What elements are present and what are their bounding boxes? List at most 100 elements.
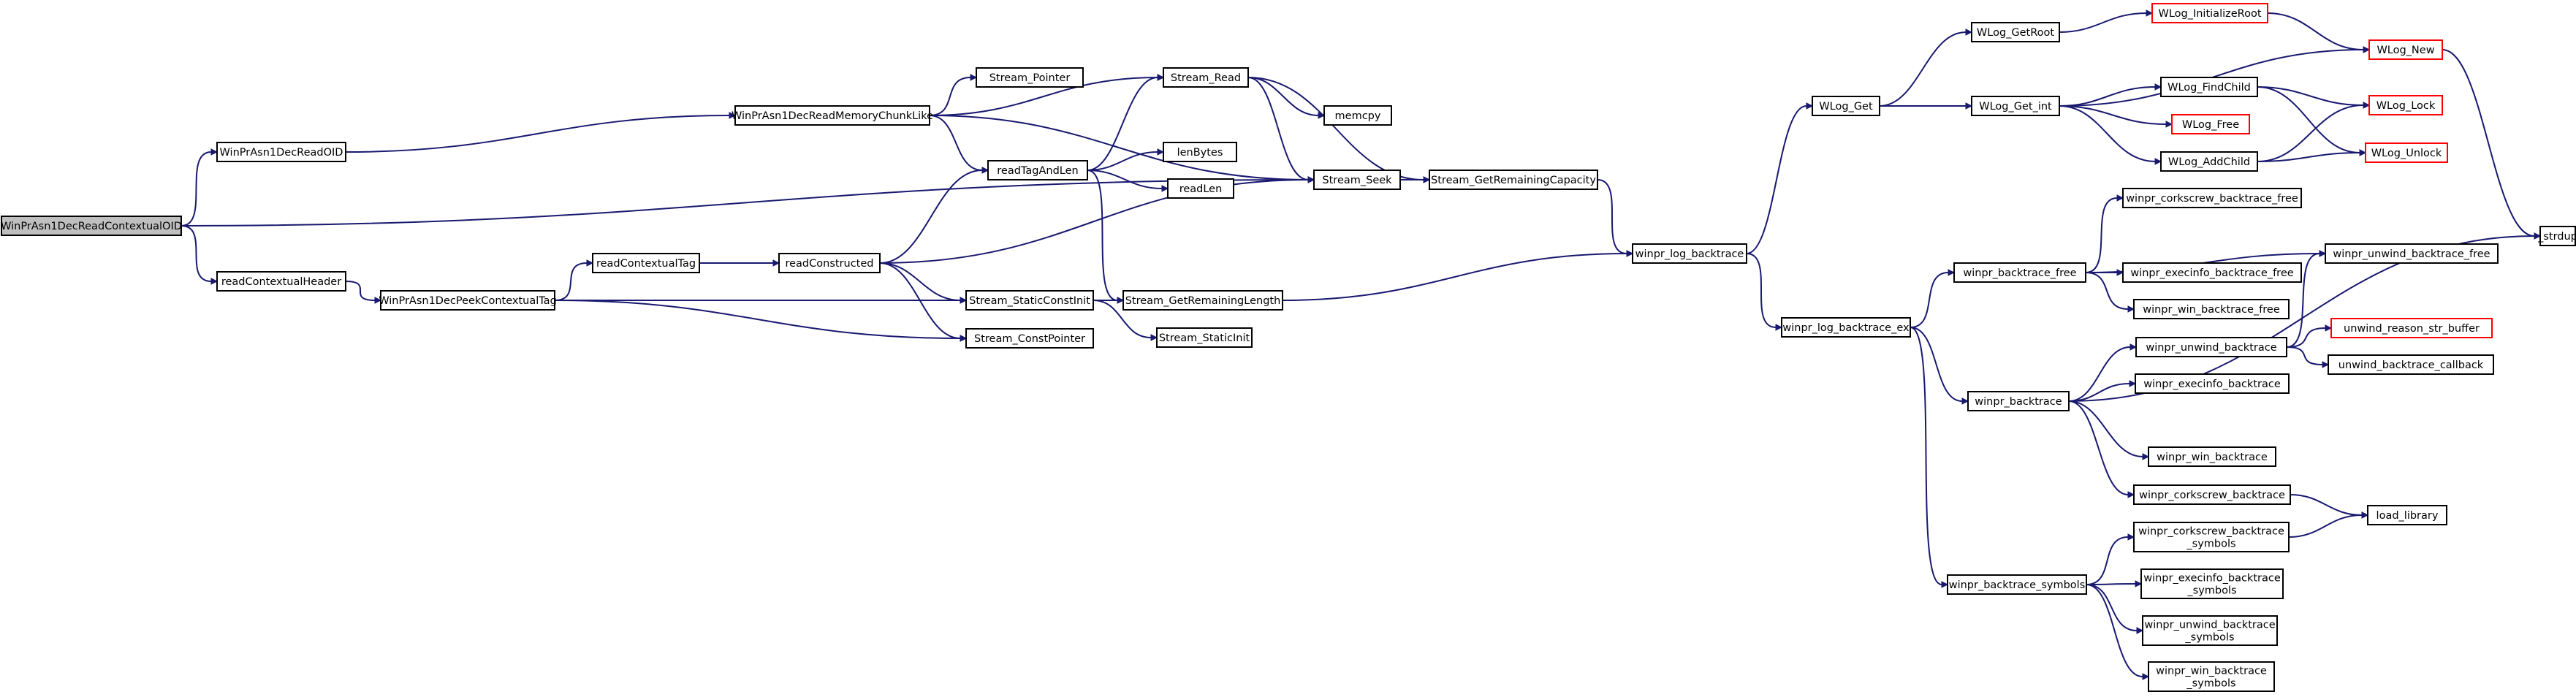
call-edge bbox=[2068, 343, 2138, 402]
function-node-label: readTagAndLen bbox=[997, 165, 1078, 177]
call-edge bbox=[1093, 300, 1158, 341]
function-node-unbt[interactable]: winpr_unwind_backtrace bbox=[2135, 337, 2287, 357]
function-node-oid[interactable]: WinPrAsn1DecReadOID bbox=[216, 142, 346, 162]
function-node-label: WinPrAsn1DecReadMemoryChunkLike bbox=[732, 110, 933, 122]
function-node-spointer[interactable]: Stream_Pointer bbox=[976, 67, 1084, 88]
call-edge bbox=[2086, 533, 2135, 585]
function-node-label: _symbols bbox=[2184, 632, 2234, 644]
function-node-label: winpr_backtrace_free bbox=[1963, 267, 2076, 279]
function-node-lenbytes[interactable]: lenBytes bbox=[1163, 142, 1237, 162]
function-node-label: Stream_GetRemainingLength bbox=[1125, 295, 1281, 307]
function-node-wlgetint[interactable]: WLog_Get_int bbox=[1971, 96, 2060, 116]
function-node-label: winpr_backtrace bbox=[1975, 396, 2062, 408]
function-node-winbt[interactable]: winpr_win_backtrace bbox=[2148, 446, 2276, 467]
function-node-wladd[interactable]: WLog_AddChild bbox=[2160, 151, 2258, 172]
function-node-label: WLog_GetRoot bbox=[1977, 27, 2054, 39]
call-edge bbox=[1247, 77, 1315, 183]
function-node-csbt[interactable]: winpr_corkscrew_backtrace bbox=[2133, 484, 2291, 505]
function-node-unbtsym[interactable]: winpr_unwind_backtrace_symbols bbox=[2142, 615, 2278, 646]
function-node-label: unwind_reason_str_buffer bbox=[2344, 323, 2480, 335]
call-edge bbox=[2286, 250, 2327, 348]
function-node-peek[interactable]: WinPrAsn1DecPeekContextualTag bbox=[379, 290, 557, 311]
function-node-exbt[interactable]: winpr_execinfo_backtrace bbox=[2135, 373, 2290, 394]
function-node-wlnew[interactable]: WLog_New bbox=[2368, 39, 2443, 60]
call-edge bbox=[879, 262, 968, 342]
function-node-label: winpr_execinfo_backtrace_free bbox=[2130, 267, 2293, 279]
function-node-unrsb[interactable]: unwind_reason_str_buffer bbox=[2330, 318, 2493, 338]
call-edge bbox=[1597, 179, 1634, 257]
function-node-sstatic[interactable]: Stream_StaticConstInit bbox=[965, 290, 1094, 311]
function-node-label: Stream_Seek bbox=[1322, 175, 1392, 186]
function-node-sinit[interactable]: Stream_StaticInit bbox=[1156, 327, 1253, 348]
function-node-rct[interactable]: readContextualTag bbox=[592, 253, 700, 273]
function-node-srl[interactable]: Stream_GetRemainingLength bbox=[1122, 290, 1283, 311]
function-node-csbtsym[interactable]: winpr_corkscrew_backtrace_symbols bbox=[2133, 522, 2290, 552]
function-node-label: winpr_unwind_backtrace bbox=[2146, 342, 2276, 354]
function-node-wlunlock[interactable]: WLog_Unlock bbox=[2365, 142, 2448, 163]
call-edge bbox=[2267, 12, 2371, 53]
call-edge bbox=[2059, 105, 2173, 128]
function-node-winbtfree[interactable]: winpr_win_backtrace_free bbox=[2133, 299, 2290, 319]
function-node-exbtfree[interactable]: winpr_execinfo_backtrace_free bbox=[2122, 262, 2302, 283]
function-node-rmc[interactable]: WinPrAsn1DecReadMemoryChunkLike bbox=[732, 105, 933, 126]
function-node-rch[interactable]: readContextualHeader bbox=[216, 271, 346, 292]
call-edge bbox=[1880, 102, 1973, 110]
function-node-readlen[interactable]: readLen bbox=[1167, 178, 1234, 199]
function-node-csbtfree[interactable]: winpr_corkscrew_backtrace_free bbox=[2122, 188, 2302, 208]
function-node-rcons[interactable]: readConstructed bbox=[778, 253, 881, 273]
function-node-bt[interactable]: winpr_backtrace bbox=[1967, 391, 2070, 411]
function-node-wlfree[interactable]: WLog_Free bbox=[2171, 114, 2250, 134]
function-node-sconst[interactable]: Stream_ConstPointer bbox=[965, 328, 1094, 349]
function-node-label: WLog_InitializeRoot bbox=[2158, 8, 2261, 20]
function-node-memcpy[interactable]: memcpy bbox=[1323, 105, 1392, 126]
function-node-label: readConstructed bbox=[785, 258, 873, 270]
function-node-label: WLog_Unlock bbox=[2371, 148, 2442, 159]
call-edge bbox=[879, 262, 968, 304]
call-edge bbox=[2257, 86, 2367, 156]
function-node-sseek[interactable]: Stream_Seek bbox=[1313, 170, 1401, 190]
function-node-exbtsym[interactable]: winpr_execinfo_backtrace_symbols bbox=[2140, 568, 2284, 599]
call-edge bbox=[2257, 149, 2367, 162]
call-edge bbox=[554, 300, 968, 342]
function-node-label: readLen bbox=[1179, 183, 1223, 195]
call-edge bbox=[2442, 49, 2542, 240]
function-node-label: WLog_Lock bbox=[2376, 100, 2436, 112]
call-edge bbox=[2085, 272, 2135, 313]
function-node-label: WLog_Free bbox=[2182, 119, 2239, 131]
function-node-loadlib[interactable]: load_library bbox=[2367, 505, 2447, 525]
call-edge bbox=[879, 167, 989, 264]
function-node-label: _symbols bbox=[2186, 539, 2235, 550]
function-node-unbtfree[interactable]: winpr_unwind_backtrace_free bbox=[2325, 243, 2499, 264]
function-node-label: winpr_corkscrew_backtrace_free bbox=[2126, 193, 2298, 205]
function-node-wlfind[interactable]: WLog_FindChild bbox=[2160, 77, 2258, 97]
function-node-wlget[interactable]: WLog_Get bbox=[1812, 96, 1880, 116]
function-node-logbtex[interactable]: winpr_log_backtrace_ex bbox=[1781, 317, 1911, 338]
call-edge bbox=[181, 148, 219, 227]
function-node-srcap[interactable]: Stream_GetRemainingCapacity bbox=[1429, 170, 1598, 190]
function-node-winbtsym[interactable]: winpr_win_backtrace_symbols bbox=[2148, 661, 2275, 692]
function-node-unbtcb[interactable]: unwind_backtrace_callback bbox=[2328, 354, 2494, 375]
function-node-wlinit[interactable]: WLog_InitializeRoot bbox=[2151, 3, 2268, 23]
function-node-btsym[interactable]: winpr_backtrace_symbols bbox=[1947, 574, 2087, 595]
function-node-label: Stream_GetRemainingCapacity bbox=[1431, 175, 1596, 186]
call-edge bbox=[181, 176, 1315, 227]
function-node-sread[interactable]: Stream_Read bbox=[1163, 67, 1249, 88]
function-node-label: winpr_unwind_backtrace_free bbox=[2333, 248, 2490, 260]
function-node-label: unwind_backtrace_callback bbox=[2338, 359, 2484, 371]
function-node-btfree[interactable]: winpr_backtrace_free bbox=[1953, 262, 2086, 283]
call-edge bbox=[2059, 83, 2162, 107]
function-node-label: WLog_Get_int bbox=[1979, 101, 2052, 113]
function-node-label: WLog_New bbox=[2376, 45, 2434, 56]
call-edge bbox=[1910, 269, 1956, 328]
function-node-rtal[interactable]: readTagAndLen bbox=[987, 160, 1088, 180]
function-node-wllock[interactable]: WLog_Lock bbox=[2368, 95, 2443, 115]
function-node-label: Stream_StaticConstInit bbox=[969, 295, 1090, 307]
function-node-root[interactable]: WinPrAsn1DecReadContextualOID bbox=[1, 216, 182, 236]
function-node-label: load_library bbox=[2376, 510, 2439, 522]
function-node-logbt[interactable]: winpr_log_backtrace bbox=[1632, 243, 1747, 264]
call-edge bbox=[2257, 102, 2371, 162]
function-node-strdup[interactable]: _strdup bbox=[2537, 226, 2576, 246]
call-edge bbox=[1247, 77, 1431, 183]
function-node-label: winpr_win_backtrace bbox=[2156, 666, 2267, 677]
function-node-wlgetroot[interactable]: WLog_GetRoot bbox=[1971, 22, 2060, 42]
